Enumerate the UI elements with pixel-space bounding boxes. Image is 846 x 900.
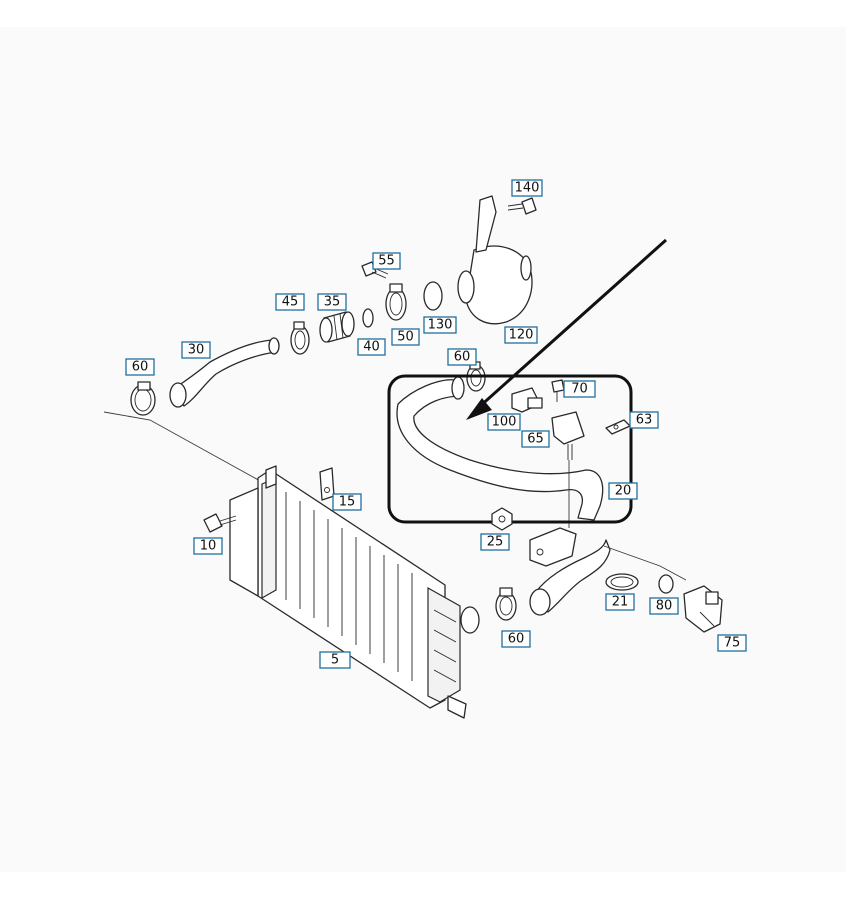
callout-5: 5 [319,651,351,669]
callout-45: 45 [275,293,305,311]
callout-10: 10 [193,537,223,555]
callout-label-70: 70 [571,382,588,397]
callout-label-65: 65 [527,432,544,447]
callout-80: 80 [649,597,679,615]
callout-15: 15 [332,493,362,511]
airbox-part-120 [457,195,533,325]
callout-60-left: 60 [125,358,155,376]
callout-60-top: 60 [447,348,477,366]
callout-label-25: 25 [487,535,504,550]
lower-pipe-assembly [529,527,611,616]
callout-20: 20 [608,482,638,500]
callout-25: 25 [480,533,510,551]
clip-part-63 [605,419,631,435]
pointer-arrow [466,238,667,420]
callout-60-lower: 60 [501,630,531,648]
bolt-part-25 [491,507,513,531]
bolt-part-10 [203,513,237,533]
callout-label-20: 20 [615,484,632,499]
callout-label-45: 45 [282,295,299,310]
leader-line-to-75 [603,545,687,581]
callout-21: 21 [605,593,635,611]
intercooler-part-5 [229,465,480,719]
callout-label-5: 5 [331,653,339,668]
clamp-part-60-lower [495,587,517,621]
callout-35: 35 [317,293,347,311]
seal-part-21 [605,573,639,591]
connector-part-35 [319,311,355,343]
callout-label-30: 30 [188,343,205,358]
callout-55: 55 [372,252,401,270]
callout-label-60-lower: 60 [508,632,525,647]
callout-130: 130 [423,316,457,334]
callout-63: 63 [629,411,659,429]
callout-65: 65 [521,430,550,448]
callout-70: 70 [563,380,596,398]
callout-label-40: 40 [363,340,380,355]
callout-label-55: 55 [378,254,395,269]
pipe-part-20 [396,376,604,521]
callout-label-75: 75 [724,636,741,651]
clamp-part-45 [290,321,310,355]
callout-label-10: 10 [200,539,217,554]
bolt-part-70 [551,379,565,402]
callout-120: 120 [504,326,538,344]
sensor-part-65 [551,411,585,460]
clamp-part-50 [385,283,407,321]
callout-30: 30 [181,341,211,359]
callout-labels: 140 55 45 35 130 40 [125,179,747,669]
callout-label-130: 130 [428,318,453,333]
oring-part-80 [658,574,674,594]
bracket-part-15 [319,467,335,501]
callout-label-50: 50 [397,330,414,345]
callout-label-21: 21 [612,595,629,610]
seal-part-40 [362,308,374,328]
callout-label-60-left: 60 [132,360,149,375]
callout-label-120: 120 [509,328,534,343]
callout-label-60-top: 60 [454,350,471,365]
callout-label-100: 100 [492,415,517,430]
callout-label-35: 35 [324,295,341,310]
sensor-part-100 [511,387,543,413]
callout-50: 50 [391,328,420,346]
hose-part-30 [169,337,280,408]
callout-label-140: 140 [515,181,540,196]
callout-75: 75 [717,634,747,652]
callout-label-63: 63 [636,413,653,428]
callout-label-80: 80 [656,599,673,614]
callout-100: 100 [487,413,521,431]
highlighted-group [396,361,631,528]
clamp-part-60-left [130,381,156,416]
callout-label-15: 15 [339,495,356,510]
leader-line-60-to-5 [103,411,263,483]
callout-140: 140 [511,179,543,197]
ring-part-130 [423,281,443,311]
callout-40: 40 [357,338,386,356]
sensor-part-75 [683,585,723,633]
bolt-part-140 [507,197,537,215]
